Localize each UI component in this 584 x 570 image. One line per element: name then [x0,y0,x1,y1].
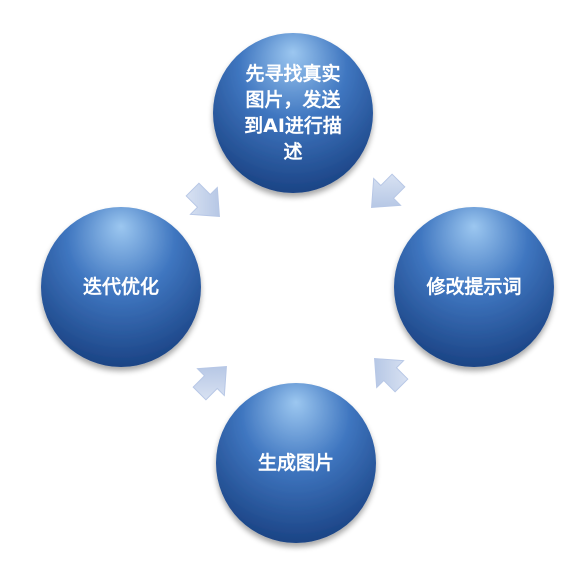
node-modify-prompt: 修改提示词 [394,207,554,367]
node-find-images-line-2: 图片，发送 [245,88,341,111]
node-find-images-line-3: 到AI进行描 [244,114,342,137]
node-iterate-optimize: 迭代优化 [41,207,201,367]
node-modify-prompt-label: 修改提示词 [425,275,521,298]
node-generate-image-label: 生成图片 [258,451,334,474]
arrow-bottom-to-left [192,366,227,401]
node-find-images-line-4: 述 [283,141,302,163]
arrow-left-to-top [185,182,220,217]
node-iterate-optimize-label: 迭代优化 [83,275,159,298]
node-find-images: 先寻找真实 图片，发送 到AI进行描 述 [213,33,373,193]
arrow-top-to-right [371,173,406,208]
arrow-right-to-bottom [374,358,409,393]
node-find-images-line-1: 先寻找真实 [245,62,340,85]
node-generate-image: 生成图片 [216,383,376,543]
